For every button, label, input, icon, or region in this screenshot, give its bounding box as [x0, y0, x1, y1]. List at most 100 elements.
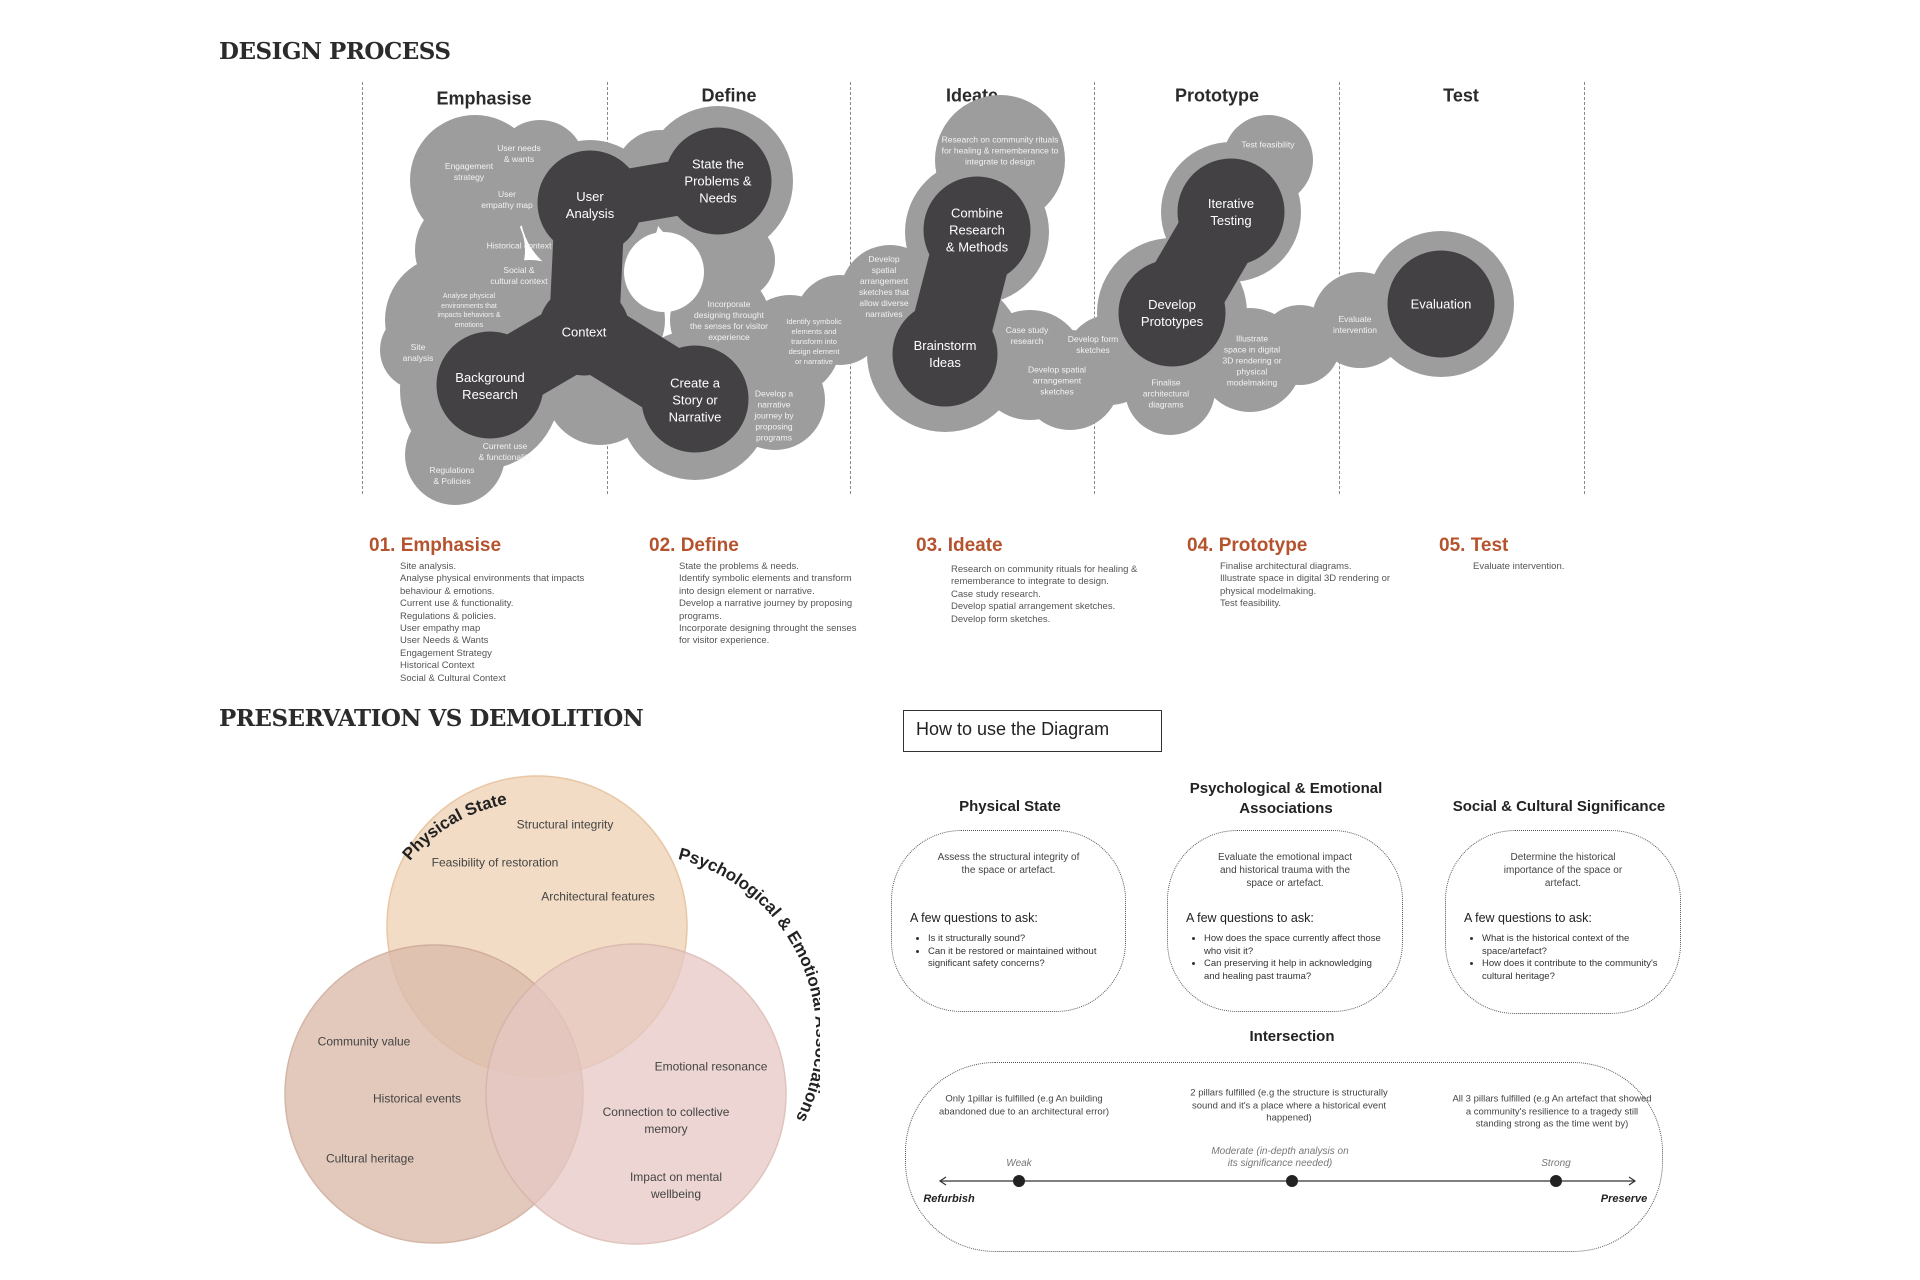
venn-item: Community value [317, 1034, 411, 1049]
step-item: Develop a narrative journey by proposing [679, 598, 853, 610]
step-list: Finalise architectural diagrams.Illustra… [1220, 561, 1390, 611]
question-item: What is the historical context of the sp… [1482, 933, 1662, 958]
howto-card: Evaluate the emotional impact and histor… [1167, 830, 1403, 1012]
level-desc-strong: All 3 pillars fulfilled (e.g An artefact… [1452, 1093, 1652, 1130]
note: Identify symbolic elements and transform… [786, 317, 842, 366]
note: Social & cultural context [490, 265, 548, 286]
step-list: Evaluate intervention. [1473, 561, 1564, 573]
note: Test feasibility [1241, 139, 1295, 150]
node-develop-prototypes: Develop Prototypes [1140, 297, 1204, 329]
node-state-problems: State the Problems & Needs [684, 156, 752, 206]
phase-define: Define [701, 85, 757, 106]
step-item: Illustrate space in digital 3D rendering… [1220, 573, 1391, 585]
card-questions: What is the historical context of the sp… [1464, 933, 1662, 983]
step-item: Incorporate designing throught the sense… [679, 623, 857, 635]
step-item: Identify symbolic elements and transform [679, 573, 852, 585]
level-label-weak: Weak [1006, 1158, 1032, 1169]
note: Develop spatial arrangement sketches [1027, 364, 1087, 397]
card-description: Evaluate the emotional impact and histor… [1218, 852, 1352, 889]
question-item: Is it structurally sound? [928, 933, 1107, 946]
dark-nodes [436, 127, 1495, 453]
note: Develop spatial arrangement sketches tha… [858, 254, 910, 319]
question-item: Can preserving it help in acknowledging … [1204, 958, 1384, 983]
step-title: 04. Prototype [1187, 535, 1308, 556]
node-brainstorm: Brainstorm Ideas [913, 338, 977, 370]
step-item: Develop spatial arrangement sketches. [951, 601, 1116, 613]
step-item: Case study research. [951, 588, 1041, 600]
howto-heading-psych: Psychological & Emotional Associations [1189, 780, 1383, 817]
venn-item: Impact on mental wellbeing [629, 1170, 723, 1201]
level-label-moderate: Moderate (in-depth analysis on its signi… [1211, 1146, 1349, 1169]
venn-item: Feasibility of restoration [431, 855, 559, 870]
process-blob-diagram [380, 95, 1514, 505]
step-item: into design element or narrative. [679, 585, 815, 597]
node-combine-research: Combine Research & Methods [945, 205, 1009, 255]
note: Site analysis [402, 342, 434, 363]
step-title: 03. Ideate [916, 535, 1003, 556]
note: Develop a narrative journey by proposing… [754, 388, 794, 443]
card-description: Assess the structural integrity of the s… [937, 852, 1080, 876]
question-item: How does the space currently affect thos… [1204, 933, 1384, 958]
step-item: State the problems & needs. [679, 561, 799, 572]
howto-title: How to use the Diagram [903, 710, 1162, 752]
divider [362, 82, 363, 494]
howto-heading-physical: Physical State [959, 798, 1061, 815]
note: Engagement strategy [444, 161, 494, 182]
note: Research on community rituals for healin… [941, 134, 1059, 167]
step-item: Site analysis. [400, 561, 456, 572]
note: Case study research [1005, 325, 1049, 346]
note: User empathy map [481, 189, 533, 210]
step-item: Social & Cultural Context [400, 672, 506, 684]
step-title: 01. Emphasise [369, 535, 502, 556]
card-questions-heading: A few questions to ask: [910, 911, 1038, 925]
note: Analyse physical environments that impac… [437, 293, 501, 329]
node-evaluation: Evaluation [1410, 296, 1472, 312]
preservation-title: PRESERVATION VS DEMOLITION [219, 705, 644, 732]
question-item: Can it be restored or maintained without… [928, 946, 1107, 971]
step-item: behaviour & emotions. [400, 585, 495, 597]
arrow-icon [938, 1176, 1637, 1186]
step-item: Engagement Strategy [400, 647, 492, 659]
divider [1584, 82, 1585, 494]
card-questions: Is it structurally sound?Can it be resto… [910, 933, 1107, 971]
venn-item: Architectural features [541, 889, 655, 904]
step-item: Develop form sketches. [951, 613, 1051, 625]
step-title: 02. Define [649, 535, 739, 556]
card-description: Determine the historical importance of t… [1503, 852, 1623, 889]
step-item: User empathy map [400, 623, 481, 635]
level-desc-moderate: 2 pillars fulfilled (e.g the structure i… [1190, 1087, 1388, 1124]
question-item: How does it contribute to the community'… [1482, 958, 1662, 983]
scale-dot-strong [1550, 1175, 1562, 1187]
note: Historical context [486, 240, 552, 251]
step-list: State the problems & needs.Identify symb… [679, 561, 856, 648]
node-background-research: Background Research [455, 370, 525, 402]
intersection-title: Intersection [1249, 1028, 1335, 1045]
blob-hole [624, 232, 704, 312]
design-process-title: DESIGN PROCESS [219, 38, 451, 65]
step-item: Finalise architectural diagrams. [1220, 561, 1352, 572]
step-list: Research on community rituals for healin… [951, 564, 1137, 626]
note: Evaluate intervention [1333, 314, 1377, 335]
phase-emphasise: Emphasise [436, 88, 532, 109]
step-item: Analyse physical environments that impac… [400, 573, 585, 585]
venn-diagram: Physical State Social & Cultural Signifi… [284, 775, 820, 1245]
step-item: physical modelmaking. [1220, 585, 1317, 597]
howto-card: Determine the historical importance of t… [1445, 830, 1681, 1014]
divider [1094, 82, 1095, 494]
scale-dot-weak [1013, 1175, 1025, 1187]
intersection-scale [938, 1175, 1637, 1187]
phase-prototype: Prototype [1174, 85, 1260, 106]
note: Regulations & Policies [429, 465, 475, 486]
scale-dot-moderate [1286, 1175, 1298, 1187]
note: Finalise architectural diagrams [1142, 377, 1190, 410]
card-questions: How does the space currently affect thos… [1186, 933, 1384, 983]
step-item: Current use & functionality. [400, 598, 514, 610]
scale-end-refurbish: Refurbish [923, 1193, 975, 1205]
step-item: User Needs & Wants [400, 635, 489, 647]
note: Current use & functionality [478, 441, 532, 462]
phase-test: Test [1443, 85, 1479, 106]
step-item: Research on community rituals for healin… [951, 564, 1138, 575]
level-desc-weak: Only 1pillar is fulfilled (e.g An buildi… [938, 1093, 1110, 1118]
venn-item: Cultural heritage [325, 1151, 415, 1166]
howto-heading-social: Social & Cultural Significance [1452, 798, 1666, 815]
